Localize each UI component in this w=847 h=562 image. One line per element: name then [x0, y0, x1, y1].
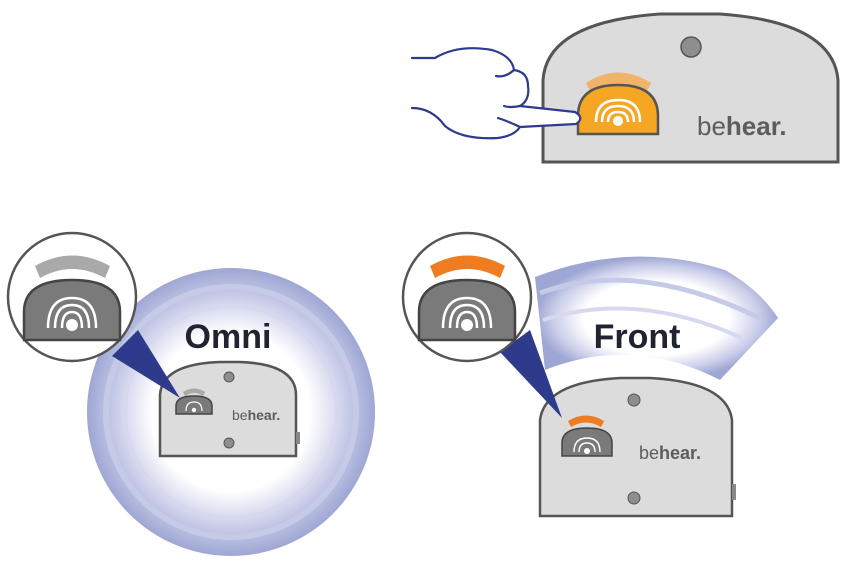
mode-button-active-icon[interactable]	[576, 83, 660, 136]
mode-indicator-arc-top	[586, 72, 651, 93]
pointing-hand-icon	[410, 47, 582, 140]
omni-device-button-icon	[175, 395, 213, 415]
press-illustration: behear.	[410, 12, 840, 164]
omni-mode-label: Omni	[185, 318, 272, 356]
front-mode-button-icon[interactable]	[417, 278, 517, 342]
brand-logo-front: behear.	[639, 443, 701, 463]
omni-mode-illustration: behear. Omni	[6, 231, 375, 556]
front-sound-field	[535, 256, 778, 380]
front-mode-illustration: behear. Front	[401, 231, 778, 518]
front-mode-indicator-arc	[430, 255, 505, 278]
omni-mode-indicator-arc	[35, 255, 110, 278]
omni-callout-pointer	[112, 330, 180, 398]
device-top-body	[541, 12, 840, 164]
front-mode-label: Front	[594, 318, 681, 356]
omni-mode-button-icon[interactable]	[22, 278, 122, 342]
front-callout-pointer	[500, 330, 562, 418]
front-device-button-icon	[561, 427, 613, 457]
brand-logo-top: behear.	[697, 111, 787, 141]
brand-logo-omni: behear.	[232, 407, 280, 423]
device-top-led	[680, 36, 702, 58]
